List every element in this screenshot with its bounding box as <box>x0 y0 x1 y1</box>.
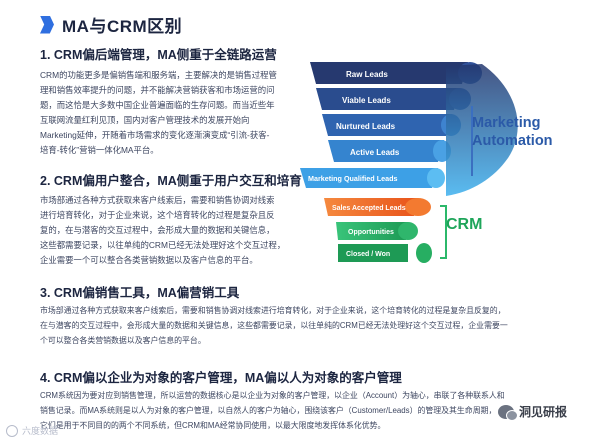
section-2-body: 市场部通过各种方式获取来客户线索后，需要和销售协调对线索 进行培育转化，对于企业… <box>40 193 302 268</box>
watermark-left-text: 六度数据 <box>22 426 59 436</box>
section-3-heading: 3. CRM偏销售工具，MA偏营销工具 <box>40 286 240 300</box>
section-2-line: 市场部通过各种方式获取来客户线索后，需要和销售协调对线索 <box>40 195 275 205</box>
crm-tier-label: Sales Accepted Leads <box>332 205 406 212</box>
section-2-line: 这些都需要记录，以往单纯的CRM已经无法处理好这个交互过程， <box>40 240 286 250</box>
section-4-heading: 4. CRM偏以企业为对象的客户管理，MA偏以人为对象的客户管理 <box>40 371 402 385</box>
section-3-line: 市场部通过各种方式获取来客户线索后，需要和销售协调对线索进行培育转化，对于企业来… <box>40 306 506 315</box>
ma-tier-label: Raw Leads <box>346 70 388 79</box>
ma-tier-label: Active Leads <box>350 148 400 157</box>
watermark-logo-icon <box>6 424 18 437</box>
section-4-body: CRM系统因为要对应到销售管理，所以运营的数据核心是以企业为对象的客户管理，以企… <box>40 388 560 433</box>
section-4-line: 它们是用于不同目的的两个不同系统，但CRM和MA经常协同使用，以最大限度地发挥体… <box>40 421 386 430</box>
watermark-right: 洞见研报 <box>494 402 572 421</box>
crm-label: CRM <box>446 216 483 233</box>
section-1-body: CRM的功能更多是偏销售端和服务端，主要解决的是销售过程管 理和销售效率提升的问… <box>40 68 302 158</box>
ma-tier-mql: Marketing Qualified Leads <box>300 168 445 188</box>
crm-tier-opportunities: Opportunities <box>336 222 418 240</box>
section-2-line: 企业需要一个可以整合各类营销数据以及客户信息的平台。 <box>40 255 258 265</box>
ma-tier-label: Marketing Qualified Leads <box>308 174 397 183</box>
crm-bracket <box>440 205 447 259</box>
section-3-line: 在与潜客的交互过程中，会形成大量的数据和关键信息，这些都需要记录，以往单纯的CR… <box>40 321 508 330</box>
crm-tier-sal: Sales Accepted Leads <box>324 198 431 216</box>
ma-tier-active-leads: Active Leads <box>328 140 451 162</box>
section-4-line: CRM系统因为要对应到销售管理，所以运营的数据核心是以企业为对象的客户管理，以企… <box>40 391 505 400</box>
section-1-line: 理和销售效率提升的问题，并不能解决营销获客和市场运营的问 <box>40 85 275 95</box>
ma-label-line: Automation <box>472 133 553 149</box>
section-1-line: 互联网流量红利见顶，国内对客户管理技术的发展开始向 <box>40 115 250 125</box>
crm-tier-label: Closed / Won <box>346 251 390 258</box>
ma-label-line: Marketing <box>472 115 541 131</box>
wechat-icon <box>498 404 518 421</box>
section-4-line: 销售记录。而MA系统则是以人为对象的客户管理，以自然人的客户为轴心，围绕该客户（… <box>40 406 497 415</box>
ma-tier-label: Viable Leads <box>342 96 391 105</box>
section-2-line: 复的，在与潜客的交互过程中，会形成大量的数据和关键信息， <box>40 225 275 235</box>
watermark-right-text: 洞见研报 <box>519 405 568 419</box>
section-1-heading: 1. CRM偏后端管理，MA侧重于全链路运营 <box>40 48 277 62</box>
ma-tier-label: Nurtured Leads <box>336 122 396 131</box>
ma-tier-nurtured-leads: Nurtured Leads <box>322 114 461 136</box>
title-arrow-icon <box>40 15 54 34</box>
ma-crm-funnel-diagram: Raw Leads Viable Leads Nurtured Leads Ac… <box>300 62 518 263</box>
page-title-bar: MA与CRM区别 <box>40 12 182 37</box>
watermark-left: 六度数据 <box>6 424 58 437</box>
section-1-line: 题，而这恰是大多数中国企业普遍面临的生存问题。而当近些年 <box>40 100 275 110</box>
crm-tier-closed-won: Closed / Won <box>338 243 432 263</box>
section-2-line: 进行培育转化，对于企业来说，这个培育转化的过程是复杂且反 <box>40 210 275 220</box>
ma-label: Marketing Automation <box>472 114 553 150</box>
section-1-line: 培育-转化”营销一体化MA平台。 <box>40 145 159 155</box>
section-3-body: 市场部通过各种方式获取来客户线索后，需要和销售协调对线索进行培育转化，对于企业来… <box>40 303 560 348</box>
section-2-heading: 2. CRM偏用户整合，MA侧重于用户交互和培育 <box>40 174 302 188</box>
crm-tier-label: Opportunities <box>348 229 394 236</box>
section-1-line: CRM的功能更多是偏销售端和服务端，主要解决的是销售过程管 <box>40 70 277 80</box>
section-1-line: Marketing延伸，开随着市场需求的变化逐渐演变成“引流-获客- <box>40 130 270 140</box>
page-title: MA与CRM区别 <box>62 17 183 36</box>
ma-funnel-cone <box>446 64 518 196</box>
section-3-line: 个可以整合各类营销数据以及客户信息的平台。 <box>40 336 206 345</box>
